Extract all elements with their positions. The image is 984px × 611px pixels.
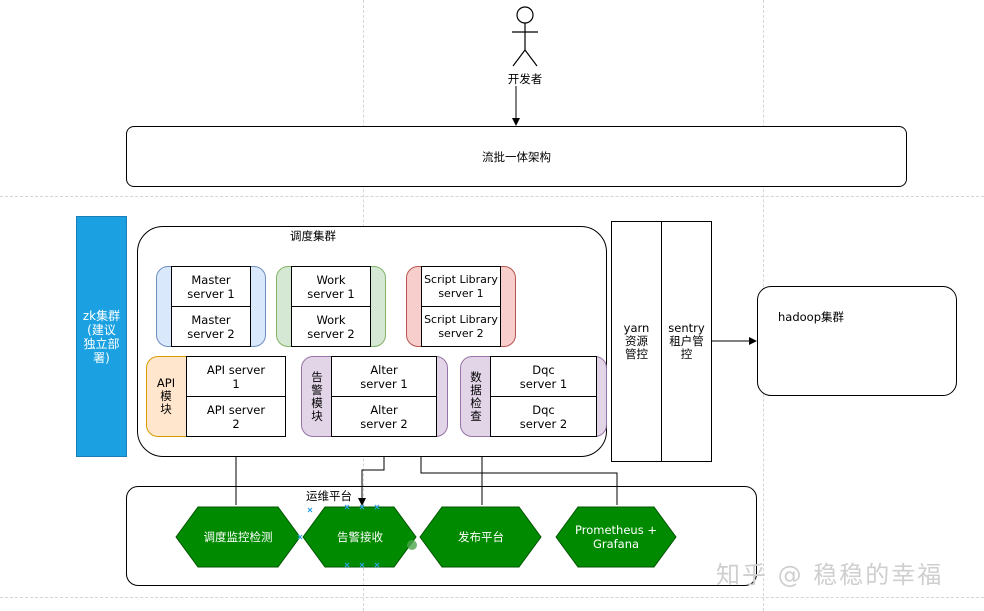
grid-line [0, 196, 984, 197]
top-arch-label: 流批一体架构 [482, 149, 551, 164]
alter-module-label-box: 告警模块 [305, 356, 329, 437]
api-server-2: API server 2 [186, 396, 286, 437]
sentry-label: sentry租户管控 [668, 321, 705, 361]
grid-line [0, 597, 984, 598]
ops-title: 运维平台 [306, 489, 352, 503]
api-module-label-box: API模块 [152, 356, 180, 437]
top-arch-box: 流批一体架构 [126, 126, 907, 187]
script-server-1: Script Library server 1 [421, 266, 501, 307]
ops-platform [126, 486, 757, 586]
ops-item-monitor: 调度监控检测 [203, 530, 273, 544]
zk-cluster-bar: zk集群(建议独立部署) [76, 216, 127, 457]
ops-hex-2 [302, 506, 417, 568]
alter-module-label: 告警模块 [311, 369, 323, 423]
dqc-server-1: Dqc server 1 [490, 356, 597, 397]
dqc-module-label: 数据检查 [470, 369, 482, 423]
ops-item-alarm: 告警接收 [337, 530, 383, 544]
hadoop-label: hadoop集群 [778, 310, 845, 324]
cluster-title: 调度集群 [290, 229, 336, 243]
work-server-1: Work server 1 [291, 266, 371, 307]
dqc-module-label-box: 数据检查 [464, 356, 488, 437]
zk-label: zk集群(建议独立部署) [82, 308, 121, 365]
selection-handles [297, 504, 380, 568]
script-server-2: Script Library server 2 [421, 306, 501, 347]
hadoop-box [757, 286, 957, 396]
yarn-label: yarn资源管控 [623, 321, 650, 361]
developer-label: 开发者 [507, 72, 543, 86]
ops-hex-4 [555, 506, 677, 568]
dqc-server-2: Dqc server 2 [490, 396, 597, 437]
master-server-1: Master server 1 [171, 266, 251, 307]
connection-point [407, 540, 417, 550]
watermark: 知乎 @ 稳稳的幸福 [716, 561, 944, 589]
sentry-box: sentry租户管控 [661, 221, 712, 462]
yarn-box: yarn资源管控 [611, 221, 662, 462]
work-server-2: Work server 2 [291, 306, 371, 347]
api-module-label: API模块 [156, 376, 176, 416]
developer-icon [512, 6, 538, 67]
alter-server-2: Alter server 2 [331, 396, 437, 437]
ops-item-prometheus: Prometheus + Grafana [575, 523, 657, 551]
master-server-2: Master server 2 [171, 306, 251, 347]
ops-item-publish: 发布平台 [458, 530, 504, 544]
ops-hex-3 [419, 506, 542, 568]
api-server-1: API server 1 [186, 356, 286, 397]
alter-server-1: Alter server 1 [331, 356, 437, 397]
